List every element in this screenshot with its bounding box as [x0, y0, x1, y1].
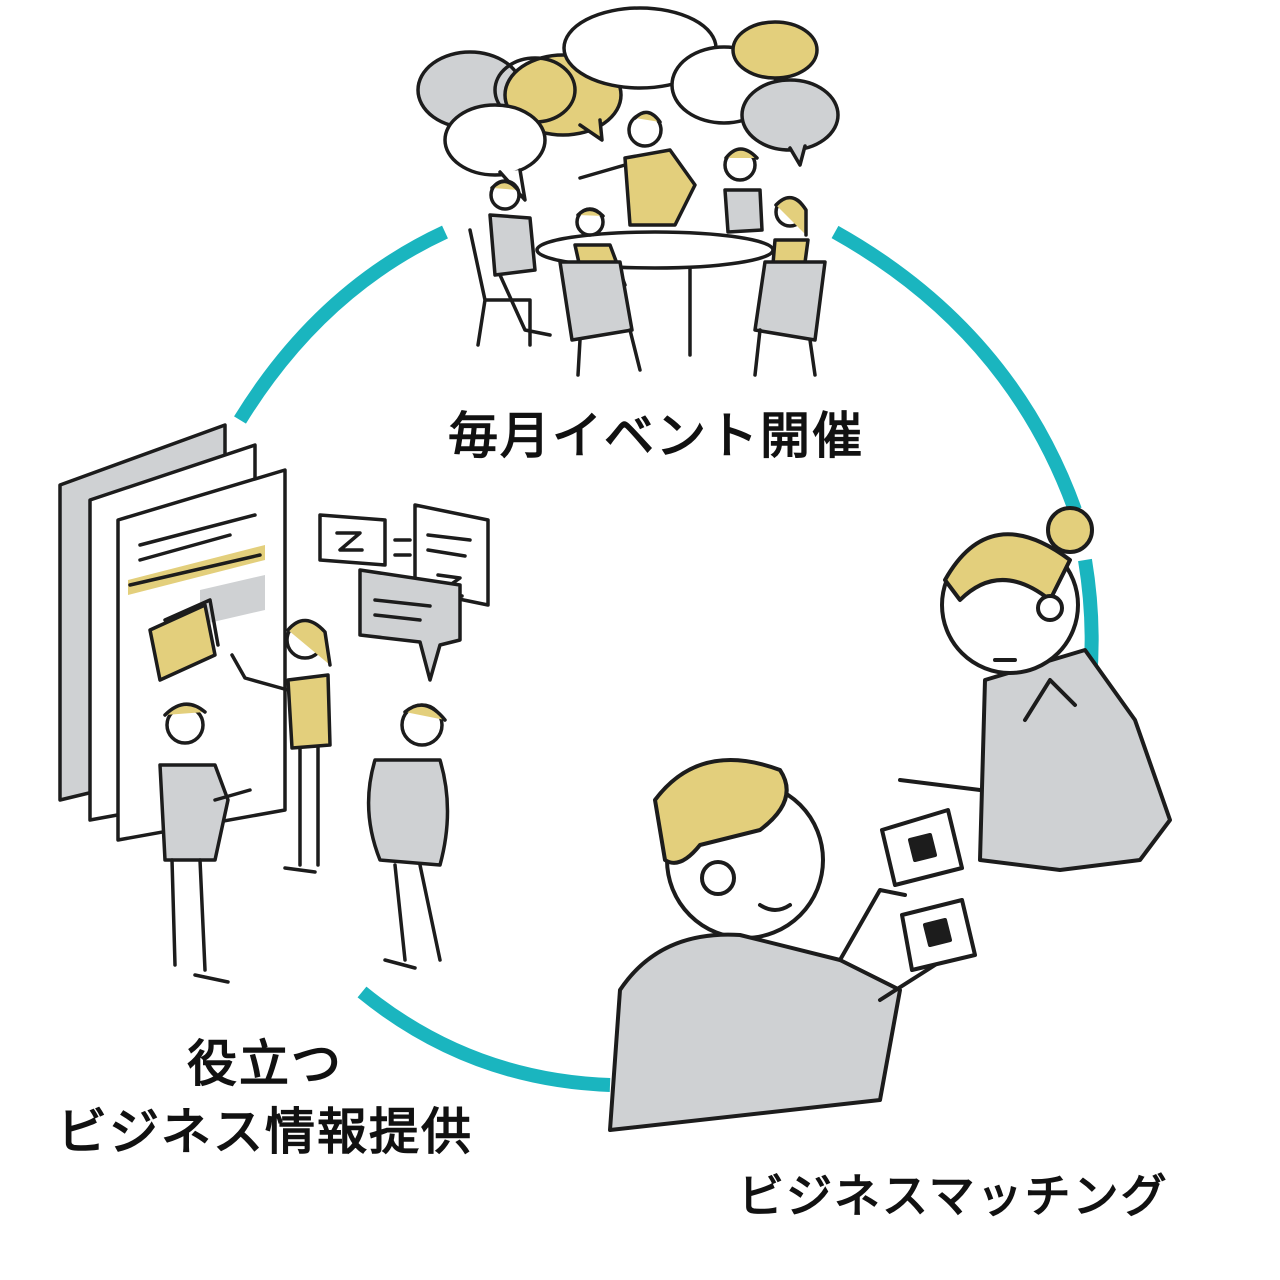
ring-arc-top-right: [831, 225, 1082, 513]
presentation-board-icon: [58, 423, 490, 984]
ring-arc-bottom: [357, 986, 611, 1092]
label-business-matching: ビジネスマッチング: [738, 1169, 1169, 1223]
meeting-people-icon: [416, 6, 840, 377]
label-monthly-events: 毎月イベント開催: [448, 407, 864, 465]
label-business-info-line2: ビジネス情報提供: [57, 1103, 473, 1161]
ring-arc-top-left: [234, 225, 448, 424]
label-business-info: 役立つ ビジネス情報提供: [30, 1030, 500, 1166]
label-business-info-line1: 役立つ: [187, 1035, 343, 1093]
business-card-exchange-icon: [608, 506, 1172, 1132]
cycle-ring: [234, 225, 1099, 1092]
